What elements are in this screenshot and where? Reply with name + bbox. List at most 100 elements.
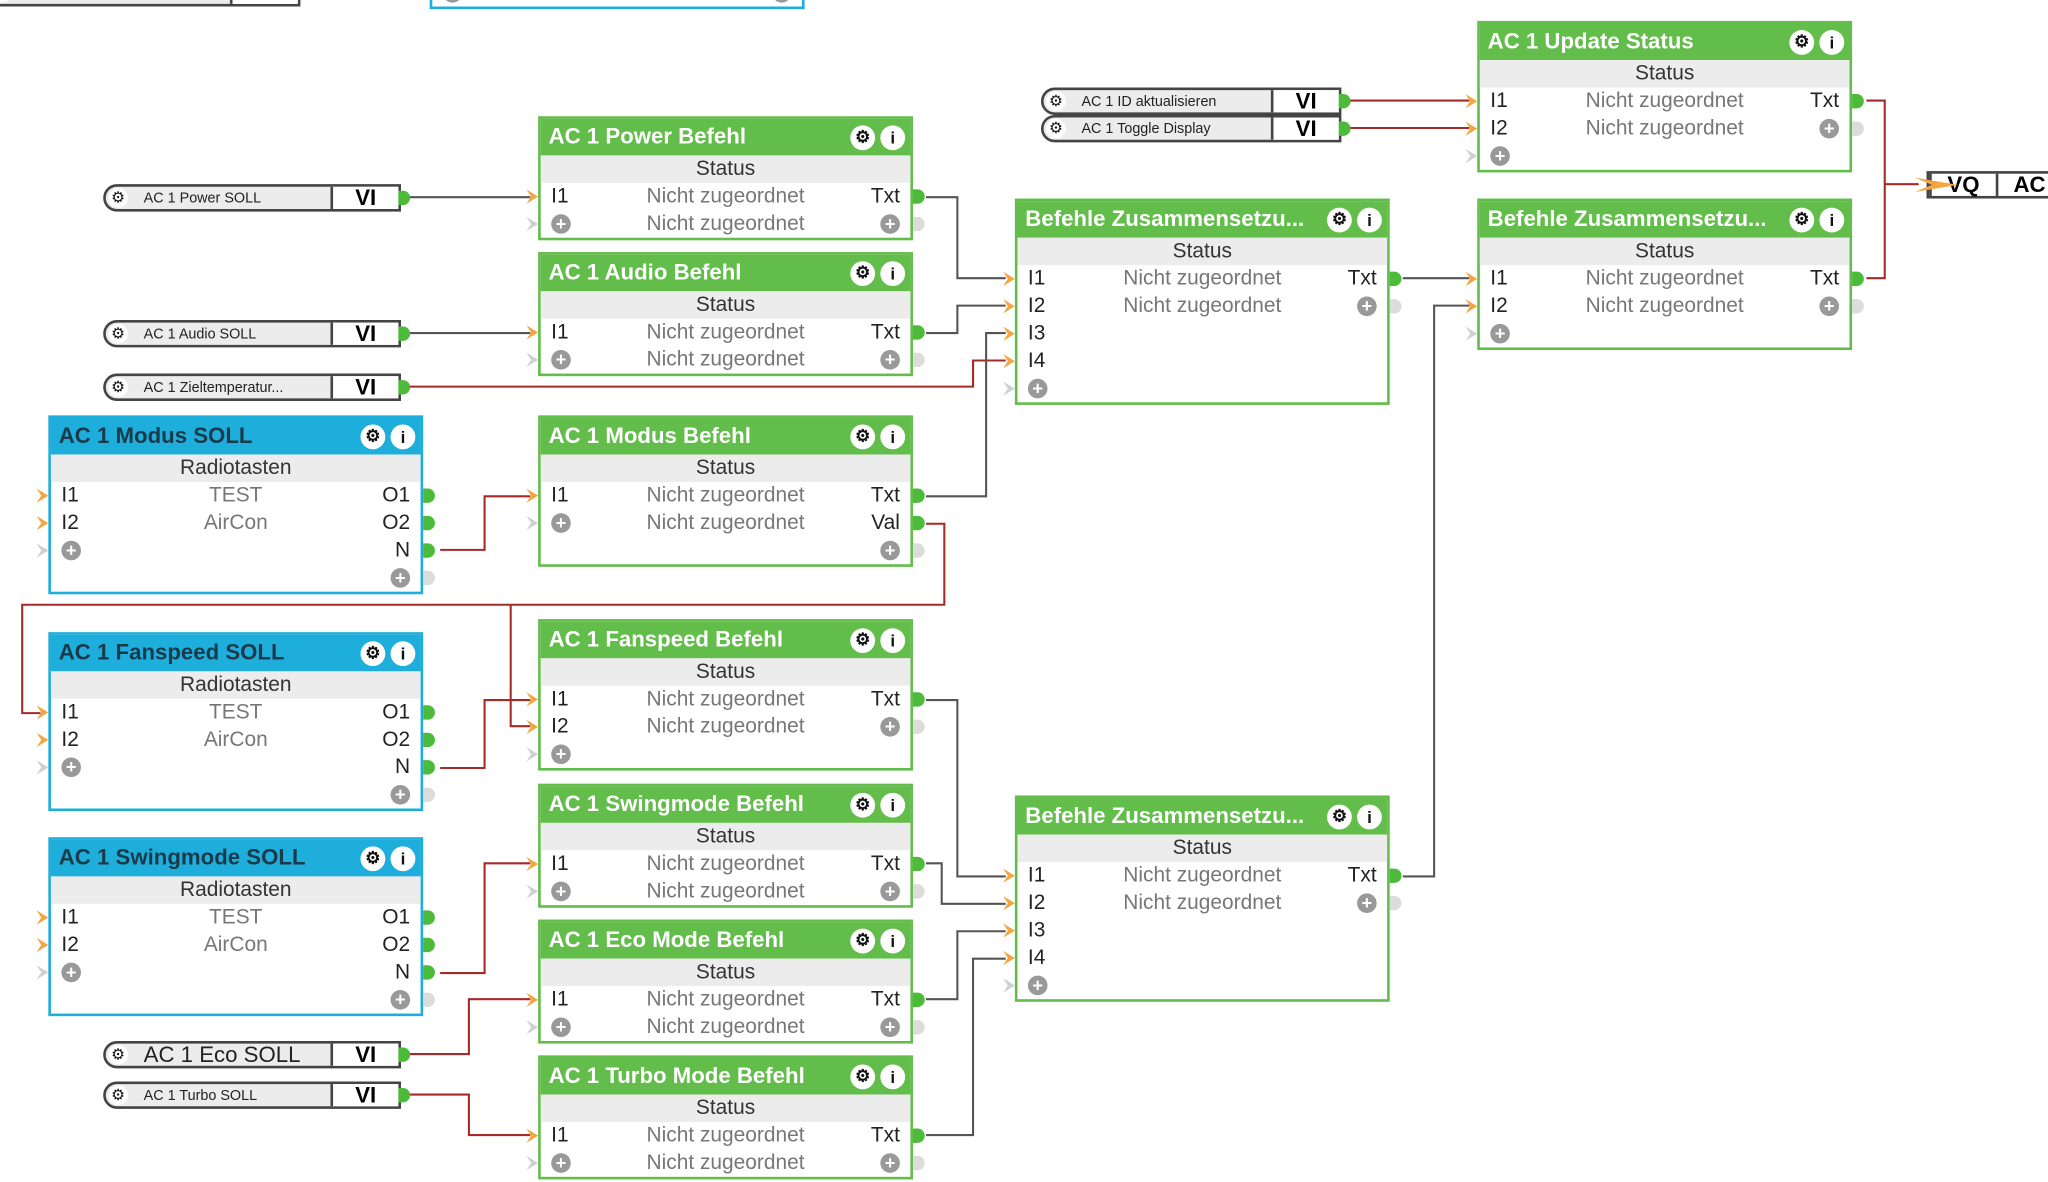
function-block[interactable]: +AirCon+ bbox=[429, 0, 805, 10]
output-port-empty[interactable] bbox=[1389, 299, 1402, 314]
output-port[interactable] bbox=[912, 189, 925, 204]
connection-wire[interactable] bbox=[408, 359, 1006, 388]
add-input-icon[interactable]: + bbox=[442, 0, 463, 3]
block-header[interactable]: AC 1 Swingmode Befehl⚙i bbox=[540, 786, 911, 823]
input-port[interactable] bbox=[1003, 950, 1015, 966]
gear-icon[interactable]: ⚙ bbox=[108, 1044, 128, 1065]
info-icon[interactable]: i bbox=[880, 627, 906, 653]
add-output[interactable]: + bbox=[880, 210, 900, 237]
add-output[interactable]: + bbox=[1819, 115, 1840, 142]
output-port-empty[interactable] bbox=[912, 352, 925, 368]
input-port-empty[interactable] bbox=[36, 760, 49, 775]
info-icon[interactable]: i bbox=[390, 845, 416, 871]
output-port[interactable] bbox=[398, 326, 411, 341]
output-port[interactable] bbox=[398, 190, 411, 206]
connection-wire[interactable] bbox=[926, 332, 1006, 498]
connection-wire[interactable] bbox=[408, 1093, 531, 1137]
add-input[interactable]: + bbox=[1027, 375, 1048, 402]
output-port[interactable] bbox=[912, 692, 925, 707]
add-input-icon[interactable]: + bbox=[1490, 146, 1510, 167]
connection-wire[interactable] bbox=[926, 930, 1006, 1001]
input-port-empty[interactable] bbox=[526, 515, 539, 531]
output-port[interactable] bbox=[423, 937, 435, 953]
add-input[interactable]: + bbox=[551, 346, 571, 373]
gear-icon[interactable]: ⚙ bbox=[360, 423, 386, 449]
input-port-empty[interactable] bbox=[36, 965, 49, 980]
connection-wire[interactable] bbox=[926, 196, 1006, 280]
add-output-icon[interactable]: + bbox=[880, 540, 900, 561]
input-port-empty[interactable] bbox=[526, 747, 539, 762]
connection-wire[interactable] bbox=[926, 699, 1006, 878]
gear-icon[interactable]: ⚙ bbox=[1046, 91, 1066, 112]
add-input-icon[interactable]: + bbox=[61, 757, 81, 778]
output-port[interactable] bbox=[423, 515, 435, 531]
output-vq-ac[interactable]: VQ AC bbox=[1914, 171, 2048, 199]
block-header[interactable]: AC 1 Fanspeed SOLL⚙i bbox=[50, 634, 421, 672]
block-header[interactable]: Befehle Zusammensetzu...⚙i bbox=[1017, 201, 1388, 238]
add-output-icon[interactable]: + bbox=[390, 785, 411, 805]
add-output-icon[interactable]: + bbox=[880, 881, 900, 902]
output-port[interactable] bbox=[912, 515, 925, 531]
output-port[interactable] bbox=[398, 1087, 411, 1103]
add-input-icon[interactable]: + bbox=[551, 513, 571, 534]
add-input[interactable]: + bbox=[551, 210, 571, 237]
block-header[interactable]: AC 1 Fanspeed Befehl⚙i bbox=[540, 621, 911, 659]
input-variable[interactable]: ⚙AC 1 Zieltemperatur...VI bbox=[103, 373, 411, 401]
gear-icon[interactable]: ⚙ bbox=[850, 260, 876, 286]
input-port[interactable] bbox=[36, 937, 49, 953]
input-port[interactable] bbox=[1003, 271, 1015, 287]
output-port[interactable] bbox=[398, 1047, 411, 1062]
add-output-icon[interactable]: + bbox=[1357, 893, 1377, 914]
add-output-icon[interactable]: + bbox=[390, 990, 411, 1010]
add-input[interactable]: + bbox=[551, 1149, 571, 1176]
connection-wire[interactable] bbox=[926, 957, 1006, 1137]
add-output-icon[interactable]: + bbox=[880, 1017, 900, 1038]
block-header[interactable]: AC 1 Swingmode SOLL⚙i bbox=[50, 839, 421, 877]
input-port-empty[interactable] bbox=[1465, 148, 1478, 164]
info-icon[interactable]: i bbox=[1819, 29, 1845, 55]
output-port[interactable] bbox=[423, 760, 435, 775]
block-header[interactable]: AC 1 Update Status⚙i bbox=[1479, 23, 1850, 61]
input-port-empty[interactable] bbox=[526, 884, 539, 899]
output-port[interactable] bbox=[1338, 94, 1351, 109]
add-output-icon[interactable]: + bbox=[1819, 119, 1840, 139]
connection-wire[interactable] bbox=[509, 604, 531, 728]
output-port[interactable] bbox=[423, 488, 435, 503]
output-port[interactable] bbox=[398, 380, 411, 395]
add-input[interactable]: + bbox=[61, 959, 81, 986]
output-port[interactable] bbox=[423, 910, 435, 925]
add-input-icon[interactable]: + bbox=[1027, 378, 1048, 399]
add-output-icon[interactable]: + bbox=[1819, 296, 1840, 317]
input-port-empty[interactable] bbox=[1003, 978, 1015, 993]
add-output[interactable]: + bbox=[880, 713, 900, 740]
block-header[interactable]: Befehle Zusammensetzu...⚙i bbox=[1017, 798, 1388, 835]
info-icon[interactable]: i bbox=[880, 792, 906, 817]
connection-wire[interactable] bbox=[440, 699, 531, 770]
input-port-empty[interactable] bbox=[526, 1020, 539, 1035]
output-port-empty[interactable] bbox=[423, 787, 435, 802]
add-output[interactable]: + bbox=[390, 781, 411, 808]
input-port[interactable] bbox=[526, 488, 539, 503]
add-input[interactable]: + bbox=[1490, 320, 1510, 347]
connection-wire[interactable] bbox=[408, 998, 531, 1056]
block-header[interactable]: AC 1 Power Befehl⚙i bbox=[540, 118, 911, 156]
add-output[interactable]: + bbox=[1357, 889, 1377, 916]
info-icon[interactable]: i bbox=[880, 1063, 906, 1089]
add-output[interactable]: + bbox=[880, 346, 900, 373]
input-port-empty[interactable] bbox=[36, 543, 49, 558]
block-header[interactable]: AC 1 Modus Befehl⚙i bbox=[540, 417, 911, 455]
output-port[interactable] bbox=[423, 732, 435, 748]
input-port[interactable] bbox=[1465, 121, 1478, 136]
add-input-icon[interactable]: + bbox=[551, 1017, 571, 1038]
add-input-icon[interactable]: + bbox=[551, 350, 571, 370]
input-port[interactable] bbox=[526, 856, 539, 872]
input-port[interactable] bbox=[526, 692, 539, 707]
add-input-icon[interactable]: + bbox=[61, 540, 81, 561]
